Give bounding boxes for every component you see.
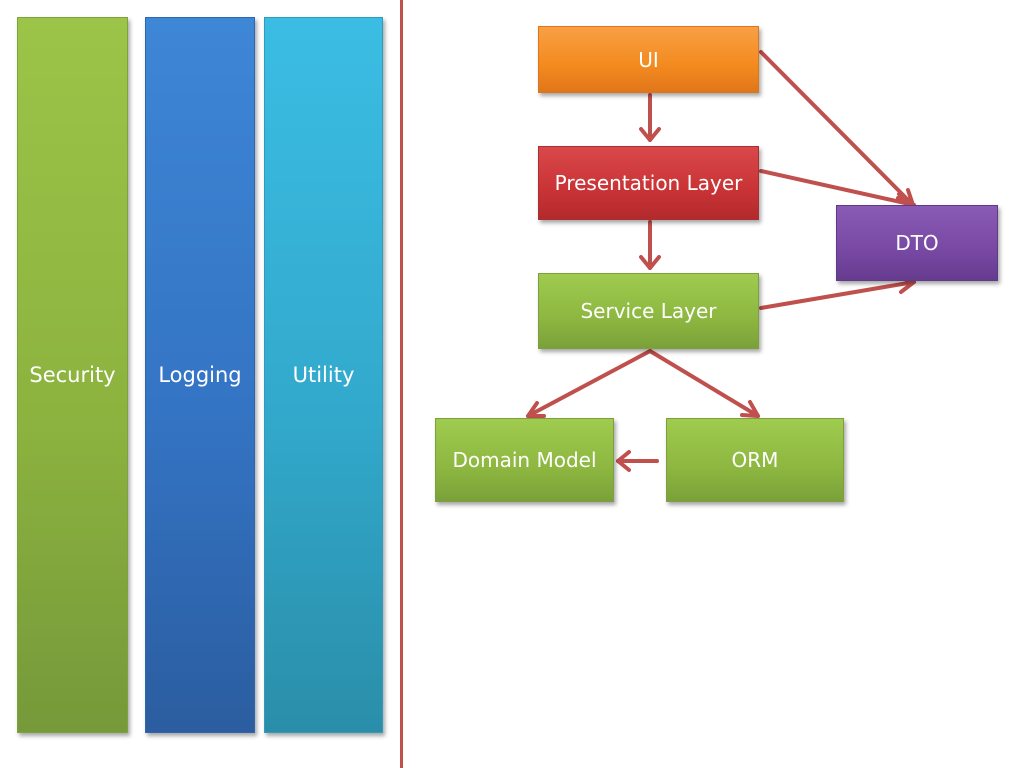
arrow-presentation-to-service — [639, 220, 661, 270]
presentation-layer-box: Presentation Layer — [538, 146, 759, 220]
dto-label: DTO — [895, 231, 939, 255]
arrow-service-to-dto — [759, 275, 916, 310]
domain-model-label: Domain Model — [452, 448, 597, 472]
utility-label: Utility — [292, 363, 355, 387]
vertical-divider — [400, 0, 403, 768]
service-layer-box: Service Layer — [538, 273, 759, 349]
ui-label: UI — [638, 47, 659, 72]
arrow-orm-to-domain-model — [616, 450, 659, 472]
ui-box: UI — [538, 26, 759, 93]
logging-label: Logging — [158, 363, 242, 387]
arrow-presentation-to-dto — [759, 169, 916, 211]
dto-box: DTO — [836, 205, 998, 281]
orm-label: ORM — [731, 448, 779, 472]
presentation-layer-label: Presentation Layer — [554, 171, 743, 195]
domain-model-box: Domain Model — [435, 418, 614, 502]
orm-box: ORM — [666, 418, 844, 502]
arrow-service-to-domain-model — [526, 349, 652, 418]
arrow-ui-to-dto — [759, 50, 915, 207]
arrow-service-to-orm — [648, 349, 760, 418]
utility-pillar: Utility — [264, 17, 383, 733]
security-pillar: Security — [17, 17, 128, 733]
service-layer-label: Service Layer — [580, 299, 717, 323]
security-label: Security — [29, 363, 116, 387]
arrow-ui-to-presentation — [639, 93, 661, 142]
logging-pillar: Logging — [145, 17, 255, 733]
